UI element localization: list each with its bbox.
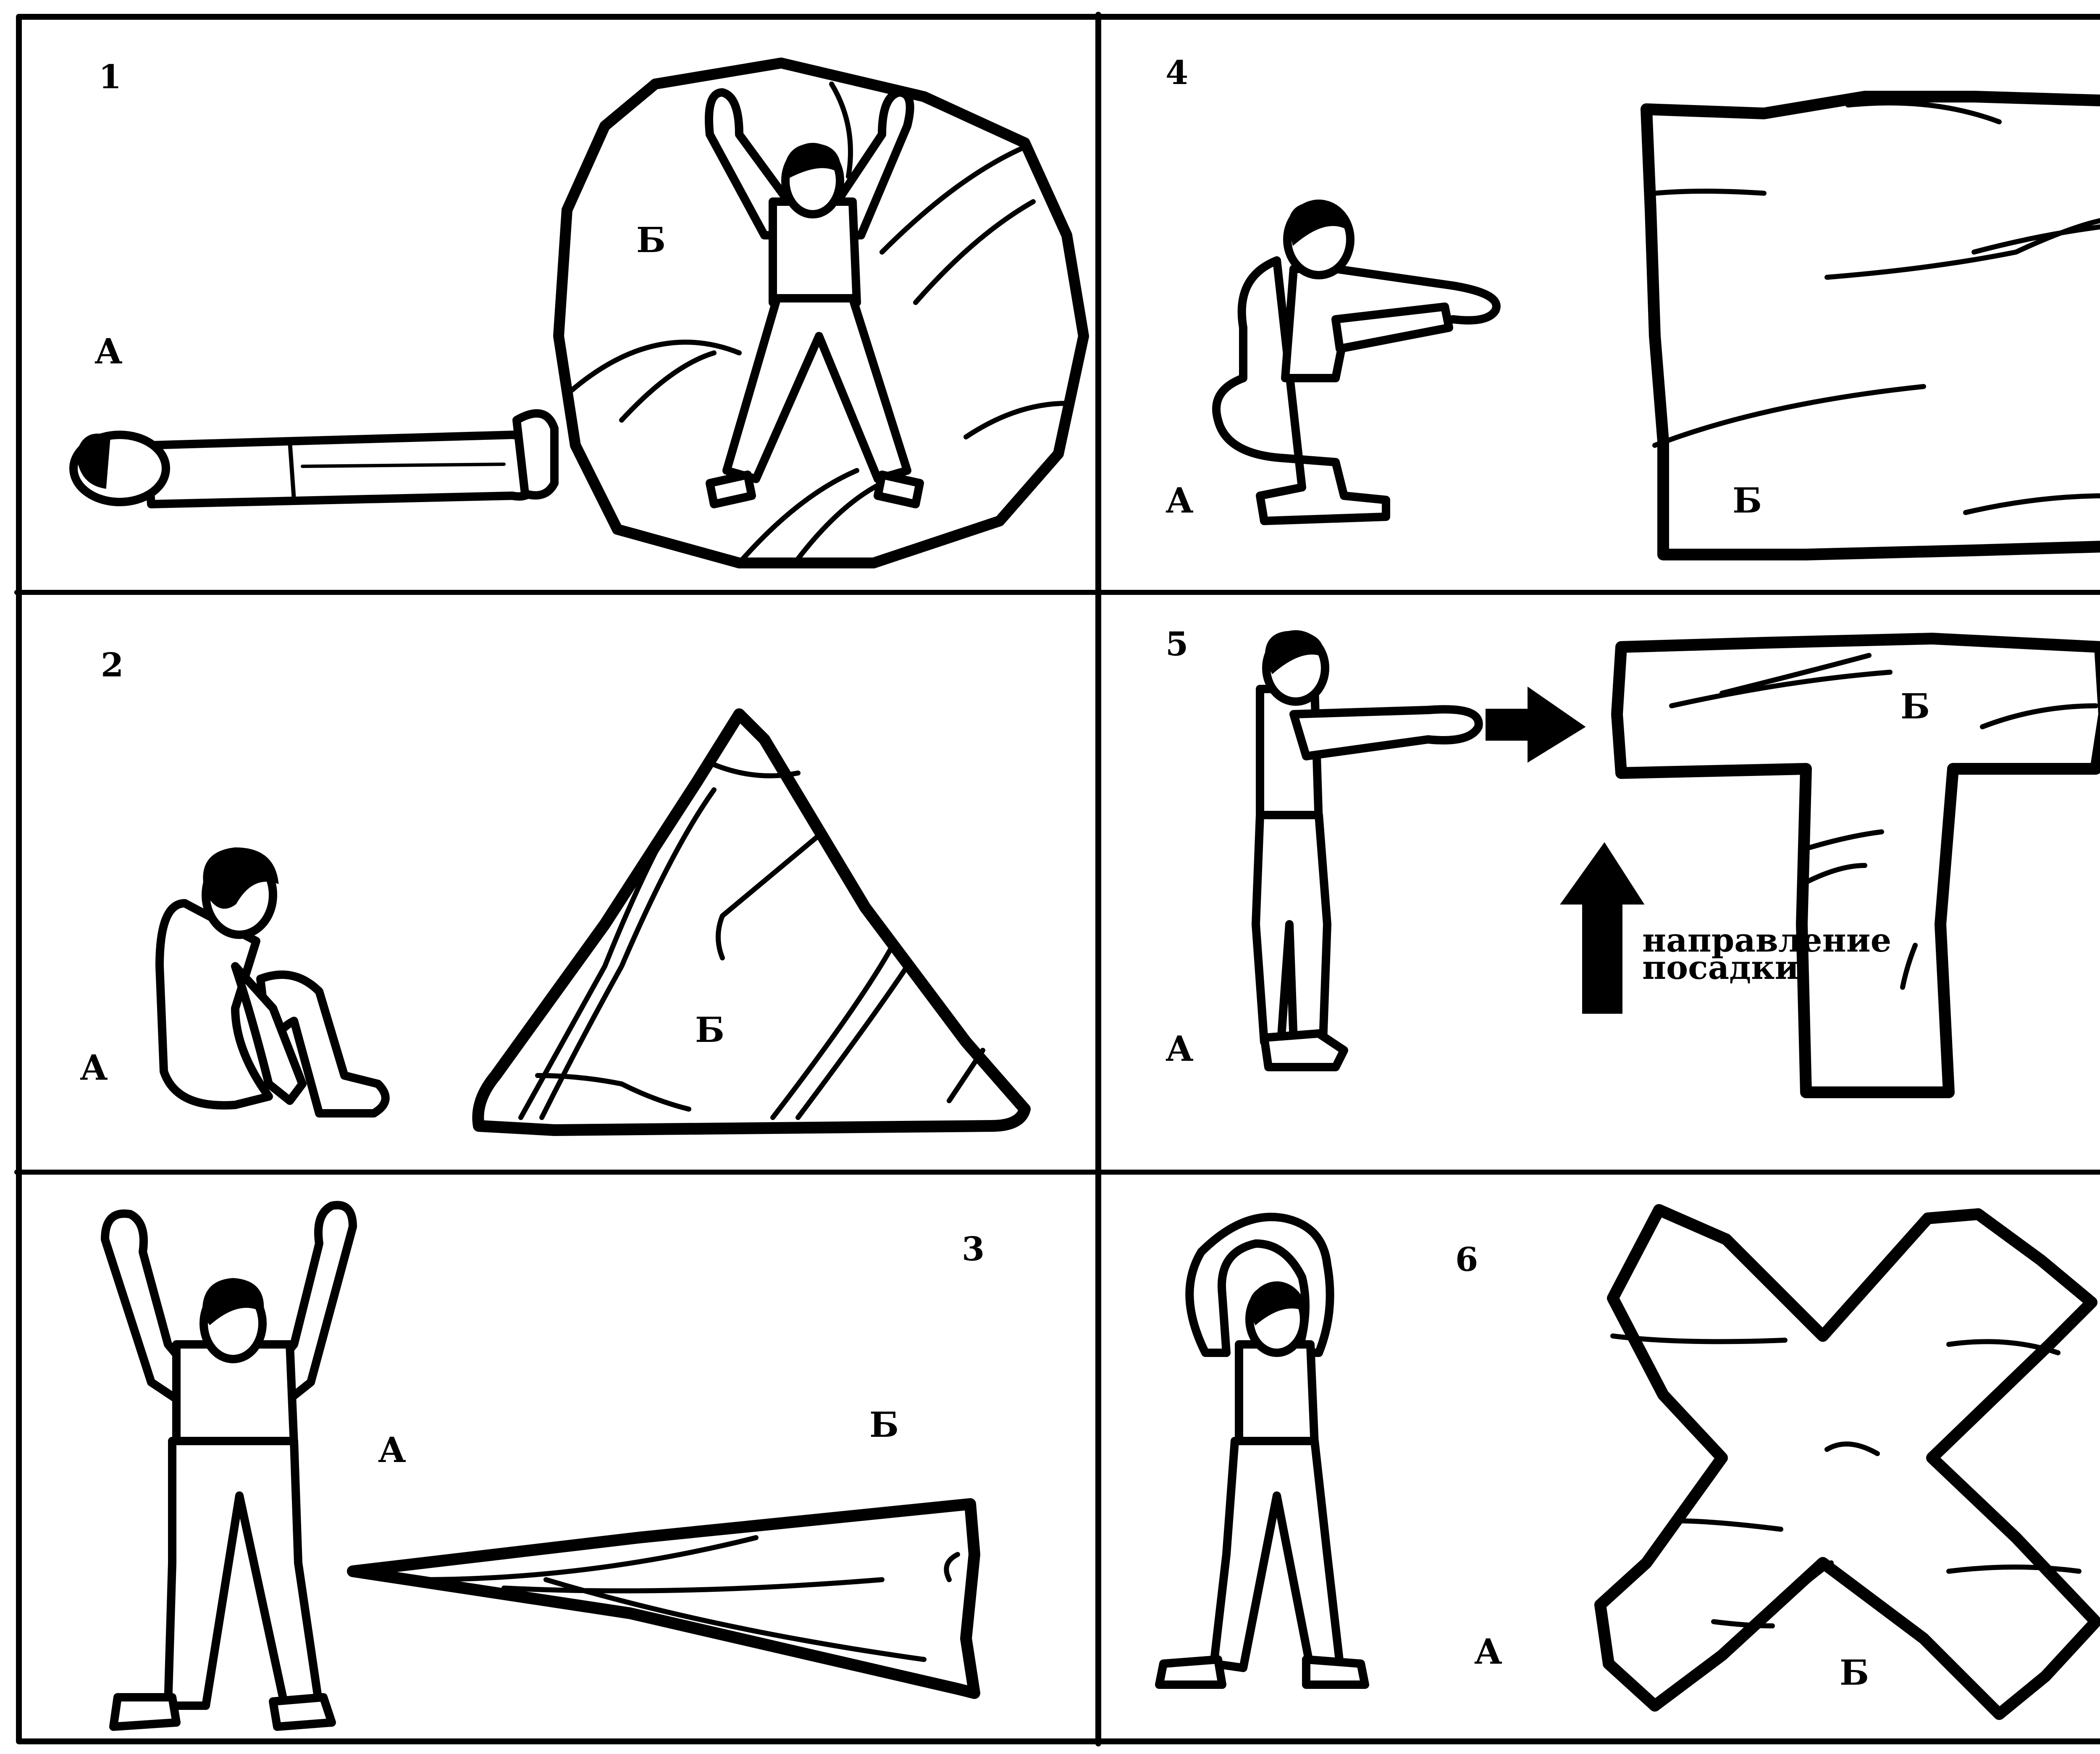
arms-up-legs-apart-figure [709, 92, 920, 504]
figure-label-2: А [80, 1048, 108, 1088]
figure-label-5: А [1166, 1029, 1194, 1069]
x-shape: Б [1600, 1210, 2096, 1714]
sitting-person-figure [160, 849, 386, 1113]
t-shape: Б [1617, 639, 2100, 1092]
elongated-triangle-shape: Б [353, 1405, 974, 1693]
arms-raised-standing-figure [105, 1205, 353, 1727]
panel-5: 5 А Б направление посадки [1166, 625, 2100, 1092]
panel-4: 4 А Б [1166, 54, 2100, 555]
shape-label-1: Б [636, 220, 666, 260]
shape-label-2: Б [695, 1010, 724, 1050]
panel-number-4: 4 [1166, 54, 1188, 92]
panel-number-6: 6 [1455, 1241, 1478, 1279]
panel-1: 1 А Б [74, 58, 1084, 563]
panel-number-1: 1 [99, 58, 121, 96]
panel-number-5: 5 [1166, 625, 1188, 663]
arms-crossed-overhead-figure [1159, 1217, 1365, 1685]
arrow-right-icon [1487, 689, 1583, 760]
shape-label-6: Б [1840, 1653, 1869, 1693]
panel-6: 6 А Б [1159, 1210, 2096, 1714]
grid-frame [17, 15, 2100, 1743]
panel-3: 3 А Б [105, 1205, 984, 1727]
landing-direction-label-line2: посадки [1642, 949, 1799, 987]
shape-label-5: Б [1900, 686, 1930, 727]
lying-person-figure [74, 413, 554, 504]
shape-label-3: Б [869, 1405, 899, 1445]
figure-label-3: А [378, 1430, 406, 1470]
squatting-person-figure [1216, 204, 1496, 521]
panel-number-2: 2 [101, 646, 123, 684]
arrow-up-icon [1562, 844, 1642, 1012]
shape-label-4: Б [1732, 481, 1762, 521]
panel-number-3: 3 [962, 1230, 984, 1268]
triangle-shape: Б [478, 714, 1025, 1130]
square-shape: Б [1646, 97, 2100, 555]
figure-label-4: А [1166, 481, 1194, 521]
figure-label-6: А [1474, 1632, 1502, 1672]
arms-forward-standing-figure [1256, 632, 1479, 1067]
panel-2: 2 А Б [80, 646, 1025, 1130]
figure-label-1: А [94, 331, 123, 372]
